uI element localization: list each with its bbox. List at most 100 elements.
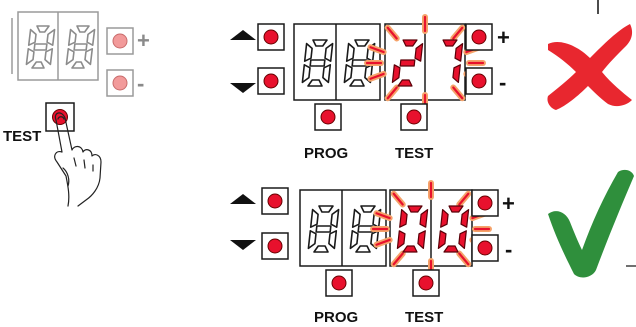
digit-segment bbox=[27, 28, 37, 47]
digit-segment bbox=[440, 209, 449, 228]
flash-ray bbox=[452, 86, 464, 100]
digit-segment bbox=[417, 230, 426, 249]
check-icon bbox=[548, 169, 636, 278]
digit-segment bbox=[71, 61, 85, 69]
digit-segment bbox=[84, 47, 94, 66]
digit-segment bbox=[351, 59, 368, 67]
digit-segment bbox=[357, 225, 374, 233]
flash-ray bbox=[386, 26, 398, 40]
digit-segment bbox=[402, 39, 418, 47]
digit-segment bbox=[31, 61, 45, 69]
digit-segment bbox=[343, 64, 353, 84]
digit-segment bbox=[76, 25, 90, 33]
digit-segment bbox=[73, 43, 88, 51]
left-test-label: TEST bbox=[3, 128, 41, 145]
display-digit bbox=[65, 25, 96, 69]
left-display-digits bbox=[25, 25, 96, 69]
digit-segment bbox=[67, 28, 77, 47]
flash-ray bbox=[386, 86, 398, 100]
error-test-label: TEST bbox=[395, 145, 433, 162]
display-digit bbox=[442, 39, 464, 84]
digit-segment bbox=[360, 205, 376, 213]
digit-segment bbox=[301, 64, 311, 84]
digit-segment bbox=[36, 25, 50, 33]
digit-segment bbox=[391, 64, 401, 84]
digit-segment bbox=[345, 42, 355, 63]
ok-prog-label: PROG bbox=[314, 309, 358, 326]
flash-ray bbox=[375, 212, 391, 220]
digit-segment bbox=[324, 42, 334, 63]
left-minus-label: - bbox=[137, 71, 144, 96]
display-digit bbox=[437, 205, 470, 253]
flash-ray bbox=[369, 72, 385, 80]
display-digit bbox=[301, 39, 334, 87]
digit-segment bbox=[437, 230, 447, 249]
digit-segment bbox=[454, 42, 464, 62]
down-arrow-icon-2 bbox=[230, 240, 256, 250]
left-plus-label: + bbox=[137, 28, 150, 53]
ok-test-label: TEST bbox=[405, 309, 443, 326]
digit-segment bbox=[355, 245, 371, 253]
error-display-right-digits bbox=[391, 39, 464, 87]
digit-segment bbox=[349, 230, 359, 250]
display-digit bbox=[396, 205, 429, 253]
flash-ray bbox=[369, 46, 385, 54]
digit-segment bbox=[399, 59, 416, 67]
digit-segment bbox=[303, 42, 313, 63]
digit-segment bbox=[328, 230, 338, 250]
ok-plus-label: + bbox=[502, 191, 515, 216]
display-digit bbox=[391, 39, 424, 87]
ok-minus-button[interactable] bbox=[471, 234, 499, 262]
digit-segment bbox=[313, 245, 329, 253]
flash-ray bbox=[458, 252, 470, 266]
digit-segment bbox=[309, 208, 319, 228]
digit-segment bbox=[349, 79, 365, 87]
digit-segment bbox=[33, 43, 48, 51]
left-plus-button[interactable] bbox=[106, 27, 134, 55]
digit-segment bbox=[407, 205, 423, 213]
flash-ray bbox=[375, 238, 391, 246]
digit-segment bbox=[307, 79, 323, 87]
cross-icon bbox=[547, 0, 633, 110]
digit-segment bbox=[419, 209, 429, 228]
flash-ray bbox=[458, 192, 470, 206]
digit-segment bbox=[414, 42, 424, 62]
digit-segment bbox=[452, 64, 461, 84]
digit-segment bbox=[402, 245, 418, 253]
hand-icon bbox=[54, 112, 102, 207]
digit-segment bbox=[442, 39, 458, 47]
digit-segment bbox=[354, 39, 370, 47]
digit-segment bbox=[65, 47, 75, 66]
digit-segment bbox=[315, 225, 332, 233]
ok-panel: + - PROG TEST bbox=[230, 169, 636, 326]
digit-segment bbox=[448, 205, 464, 213]
digit-segment bbox=[322, 64, 332, 84]
error-prog-label: PROG bbox=[304, 145, 348, 162]
display-digit bbox=[307, 205, 340, 253]
ok-minus-label: - bbox=[505, 237, 512, 262]
digit-segment bbox=[443, 245, 459, 253]
error-minus-label: - bbox=[499, 70, 506, 95]
digit-segment bbox=[396, 230, 406, 249]
digit-segment bbox=[309, 59, 326, 67]
digit-segment bbox=[458, 230, 467, 249]
error-minus-button[interactable] bbox=[465, 67, 493, 95]
up-arrow-icon bbox=[230, 30, 256, 40]
digit-segment bbox=[307, 230, 317, 250]
error-panel: + - PROG TEST bbox=[230, 0, 633, 162]
digit-segment bbox=[351, 208, 361, 228]
digit-segment bbox=[460, 209, 470, 228]
error-display-left-digits bbox=[301, 39, 376, 87]
ok-display-right-digits bbox=[396, 205, 470, 253]
flash-ray bbox=[452, 26, 464, 40]
left-panel: + - TEST bbox=[3, 11, 150, 207]
flash-ray bbox=[392, 192, 404, 206]
digit-segment bbox=[399, 209, 408, 228]
up-arrow-icon-2 bbox=[230, 194, 256, 204]
digit-segment bbox=[397, 79, 413, 87]
digit-segment bbox=[86, 28, 96, 47]
digit-segment bbox=[330, 208, 340, 228]
digit-segment bbox=[25, 47, 35, 66]
